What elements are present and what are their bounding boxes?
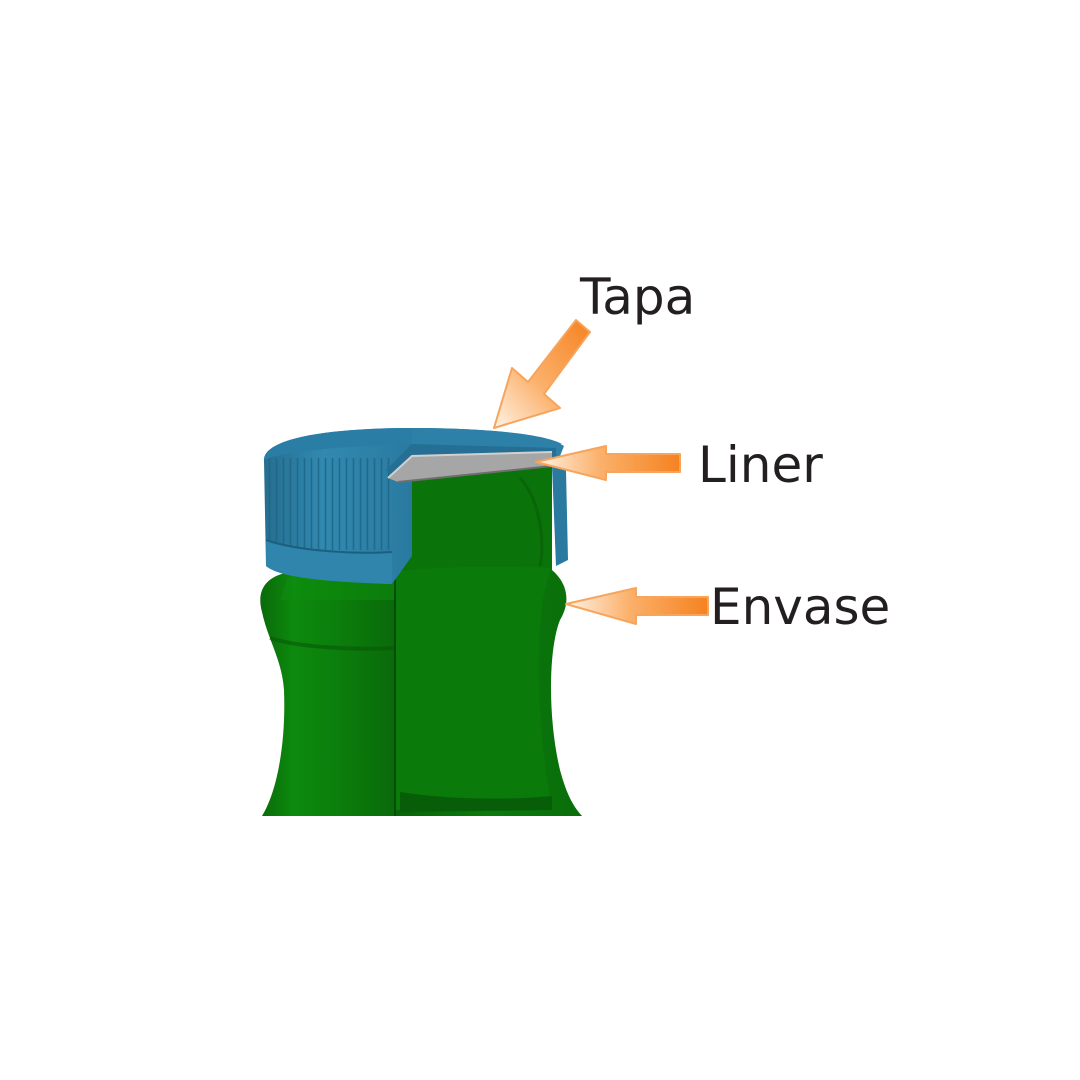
label-liner: Liner xyxy=(698,436,823,494)
liner xyxy=(387,451,553,483)
arrow-liner xyxy=(535,445,681,481)
arrow-envase xyxy=(565,587,709,625)
label-envase: Envase xyxy=(710,578,891,636)
label-tapa: Tapa xyxy=(580,268,696,326)
bottle-neck xyxy=(260,466,582,816)
arrow-tapa xyxy=(493,319,591,429)
